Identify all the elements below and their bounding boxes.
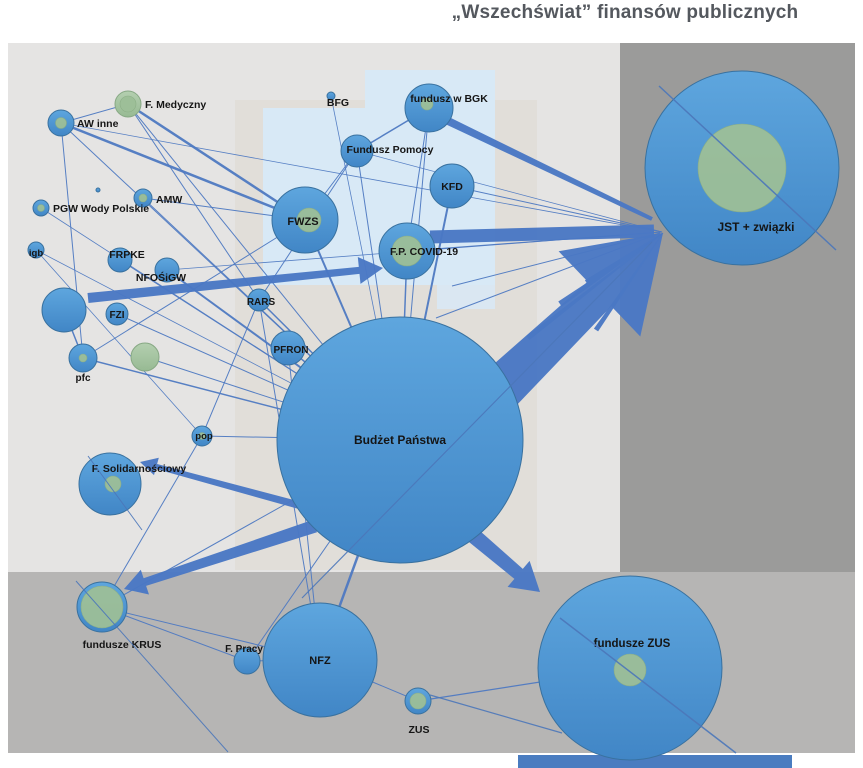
node-budzet: Budżet Państwa	[276, 316, 524, 564]
node-green_unknown	[130, 342, 160, 372]
flow-arrow-budzet-to-krus	[124, 519, 317, 595]
flow-arrow-jst-spike-2	[526, 232, 664, 340]
node-label-fwzs: FWZS	[287, 216, 318, 228]
node-pgw: PGW Wody Polskie	[32, 199, 149, 217]
node-nfz: NFZ	[262, 602, 378, 718]
node-label-zus: ZUS	[409, 724, 430, 736]
overlay-line-krus-cross	[75, 580, 229, 753]
node-fzi: FZI	[105, 302, 129, 326]
edge	[201, 299, 260, 437]
node-bgk: fundusz w BGK	[404, 83, 488, 133]
node-label-amw: AMW	[156, 194, 182, 206]
node-label-f_medyczny: F. Medyczny	[145, 99, 206, 111]
node-label-fundusze_zus: fundusze ZUS	[594, 638, 671, 650]
node-label-fp_covid: F.P. COVID-19	[390, 246, 458, 258]
node-label-frpke: FRPKE	[109, 249, 145, 261]
node-rars: RARS	[247, 288, 276, 312]
overlay-line-budzet-cross	[301, 241, 653, 599]
node-label-f_pracy: F. Pracy	[225, 644, 263, 655]
node-f_medyczny: F. Medyczny	[114, 90, 206, 118]
node-label-bfg: BFG	[327, 97, 349, 109]
node-label-pop: pop	[195, 431, 213, 442]
node-label-igb: igb	[29, 248, 43, 259]
node-f_solidarnosciowy: F. Solidarnościowy	[78, 452, 187, 516]
flow-arrow-jst-spike-4	[593, 232, 664, 332]
node-label-aw_inne: AW inne	[77, 118, 119, 130]
background-region-bottom-strip	[8, 572, 855, 753]
node-amw: AMW	[133, 188, 182, 208]
flow-arrow-jst-spike-3	[584, 232, 664, 284]
node-label-fzi: FZI	[110, 310, 125, 321]
node-bfg: BFG	[326, 91, 349, 109]
background-region-bottom-blue-bar	[518, 755, 792, 768]
edge	[35, 249, 203, 437]
edge	[451, 185, 663, 233]
node-tiny_dot	[95, 187, 101, 193]
node-igb: igb	[27, 241, 45, 259]
node-pfc: pfc	[68, 343, 98, 384]
edge	[101, 606, 248, 662]
node-label-bgk: fundusz w BGK	[410, 93, 488, 105]
edge	[60, 122, 663, 233]
node-label-pgw: PGW Wody Polskie	[53, 203, 149, 215]
node-label-f_solidarnosciowy: F. Solidarnościowy	[92, 463, 187, 475]
node-pfron: PFRON	[270, 330, 309, 366]
node-zus: ZUS	[404, 687, 432, 736]
node-krus: fundusze KRUS	[76, 581, 162, 651]
flow-arrow-left-to-covid	[87, 257, 383, 303]
node-label-kfd: KFD	[441, 181, 463, 193]
edge	[127, 102, 306, 222]
overlay-line-jst-cross	[658, 85, 837, 251]
node-fwzs: FWZS	[271, 186, 339, 254]
node-label-nfosigw: NFOŚiGW	[136, 271, 186, 284]
edge	[127, 103, 260, 301]
node-pop: pop	[191, 425, 213, 447]
node-jst: JST + związki	[644, 70, 840, 266]
flow-arrow-jst-spike-1	[558, 232, 664, 307]
node-f_pracy: F. Pracy	[225, 644, 263, 675]
node-label-f_pomocy: Fundusz Pomocy	[347, 144, 434, 156]
node-label-pfc: pfc	[76, 373, 91, 384]
node-big_unlabeled	[41, 287, 87, 333]
node-fp_covid: F.P. COVID-19	[378, 222, 458, 280]
node-aw_inne: AW inne	[47, 109, 119, 137]
flow-arrow-budzet-to-solidarnosciowy	[140, 457, 336, 519]
overlay-line-solidarnosciowy-cross	[87, 455, 143, 531]
background-region-lightblue-ext	[437, 285, 495, 309]
diagram-title: „Wszechświat” finansów publicznych	[451, 2, 799, 23]
edge	[356, 150, 663, 233]
node-label-budzet: Budżet Państwa	[354, 433, 446, 447]
flow-arrow-covid-to-jst-band	[429, 224, 655, 244]
node-label-krus: fundusze KRUS	[83, 639, 162, 651]
node-kfd: KFD	[429, 163, 475, 209]
node-f_pomocy: Fundusz Pomocy	[340, 134, 434, 168]
overlay-line-fundusze-zus-cross	[559, 617, 737, 754]
node-label-nfz: NFZ	[309, 655, 331, 667]
node-label-pfron: PFRON	[274, 345, 309, 356]
node-label-rars: RARS	[247, 297, 276, 308]
node-nfosigw: NFOŚiGW	[136, 257, 186, 284]
flow-arrow-bgk-to-jst-band	[444, 116, 653, 221]
edge	[101, 435, 203, 608]
node-fundusze_zus: fundusze ZUS	[537, 575, 723, 761]
node-frpke: FRPKE	[107, 247, 145, 273]
overlay-line-zus-link	[429, 694, 563, 734]
node-label-jst: JST + związki	[717, 220, 794, 234]
